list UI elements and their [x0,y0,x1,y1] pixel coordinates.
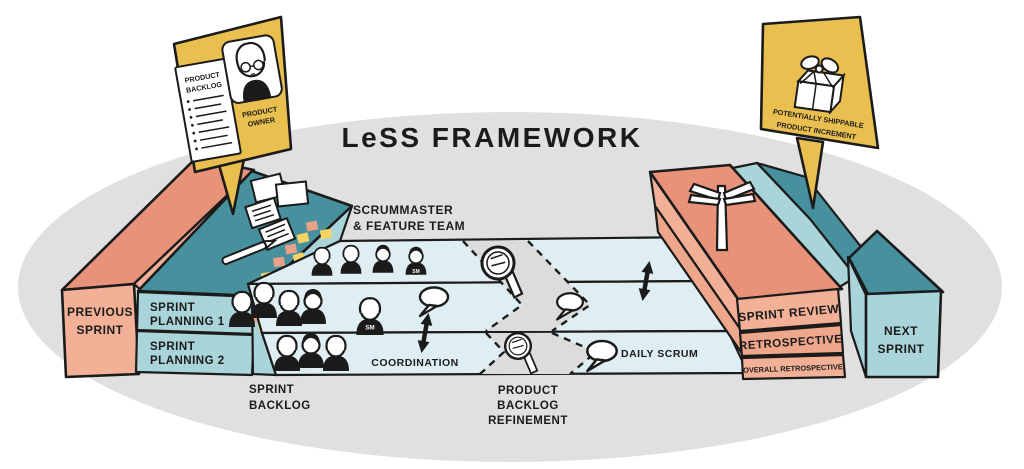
next-sprint-top-face [847,229,945,302]
refinement-label-line2: BACKLOG [497,400,559,412]
next-sprint-label-line2: SPRINT [877,342,924,356]
sprint-planning-2-face [134,329,256,377]
refinement-label-line3: REFINEMENT [488,415,568,427]
sticky-note [319,228,333,240]
next-sprint-label-line1: NEXT [884,324,918,338]
coordination-label: COORDINATION [371,357,458,369]
product-owner-callout: PRODUCT BACKLOG PRODUCT OWNER [172,15,293,216]
paper-notes [244,172,310,251]
scrummaster-badge-label: SM [365,325,374,332]
overall-retrospective-face [740,353,847,381]
daily-scrum-label: DAILY SCRUM [621,348,698,360]
previous-sprint-label-line1: PREVIOUS [67,305,133,319]
sprint-planning-2-label-line2: PLANNING 2 [150,355,225,367]
pen-icon [221,239,278,266]
previous-sprint-front-face [60,282,141,379]
retrospective-face [738,323,845,358]
product-owner-portrait: PRODUCT OWNER [221,34,283,129]
sticky-note [272,256,286,268]
product-backlog-document: PRODUCT BACKLOG [174,58,242,163]
feature-team-1: SM [310,243,428,277]
scrummaster-label-line1: SCRUMMASTER [353,203,453,217]
sprint-planning-1-label-line1: SPRINT [150,302,195,314]
feature-team-3 [272,331,351,373]
next-sprint-front-face [864,289,943,379]
previous-sprint-label-line2: SPRINT [76,323,123,337]
diagram-title: LeSS FRAMEWORK [342,122,643,153]
pbr-band-1 [462,240,592,332]
pbr-band-2 [479,329,599,376]
sprint-review-block: SPRINT REVIEW RETROSPECTIVE OVERALL RETR… [648,163,847,381]
scrummaster-label-line2: & FEATURE TEAM [353,219,465,233]
signpost-icon [687,180,757,252]
scrummaster-badge [410,267,422,275]
sprint-backlog-label-line2: BACKLOG [249,400,311,412]
overall-retrospective-label: OVERALL RETROSPECTIVE [743,362,843,374]
refinement-label-line1: PRODUCT [498,385,558,397]
gift-box-icon [793,55,846,116]
shippable-increment-callout: POTENTIALLY SHIPPABLE PRODUCT INCREMENT [759,15,880,210]
sprint-planning-1-label-line2: PLANNING 1 [150,316,225,328]
scrummaster-badge-label: SM [412,269,420,275]
callout-tail [795,136,825,210]
sprint-planning-block: SPRINT PLANNING 1 SPRINT PLANNING 2 [134,169,354,377]
feature-team-2: SM [227,281,385,337]
next-sprint-block: NEXT SPRINT [846,229,945,379]
scrummaster-badge [363,322,377,332]
sticky-note [284,243,298,255]
sprint-backlog-label-line1: SPRINT [249,384,294,396]
sprint-review-face [735,287,843,333]
sprint-planning-2-label-line1: SPRINT [150,341,195,353]
